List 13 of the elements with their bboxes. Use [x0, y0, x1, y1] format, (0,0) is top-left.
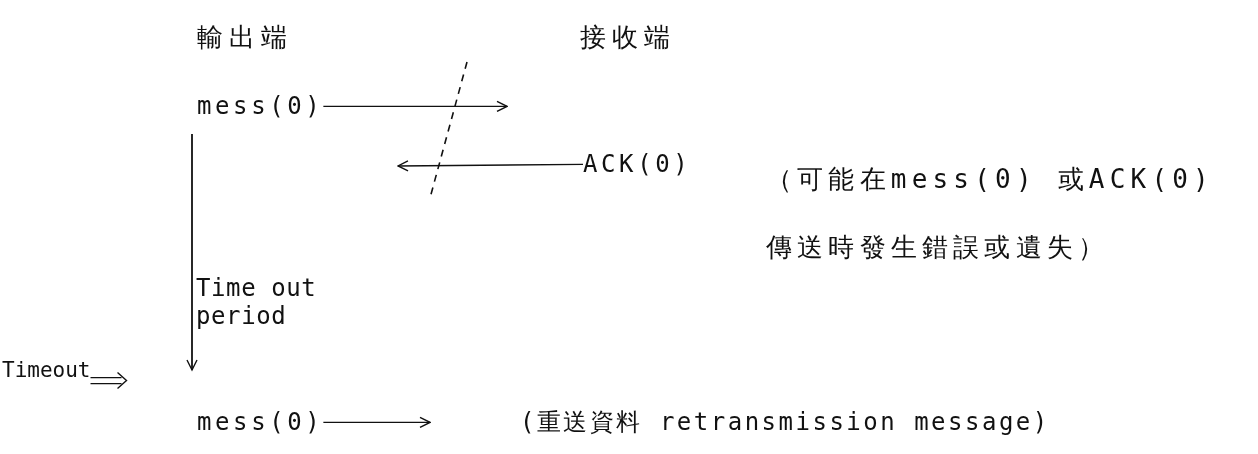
- message-arrow: [322, 416, 431, 429]
- timeout-label: Timeout: [2, 358, 91, 384]
- note-text: （可能在mess(0) 或ACK(0)傳送時發生錯誤或遺失）: [766, 163, 1215, 264]
- ack-label: ACK(0): [583, 150, 692, 179]
- message-label: mess(0): [197, 408, 324, 437]
- period-label: Time out period: [196, 275, 318, 331]
- note-text: (重送資料 retransmission message): [520, 408, 1050, 437]
- ack-arrow: [397, 160, 584, 172]
- double-arrow: [89, 371, 128, 390]
- column-heading: 輸出端: [197, 22, 293, 54]
- column-heading: 接收端: [580, 22, 676, 54]
- message-arrow: [322, 100, 508, 113]
- message-label: mess(0): [197, 92, 324, 121]
